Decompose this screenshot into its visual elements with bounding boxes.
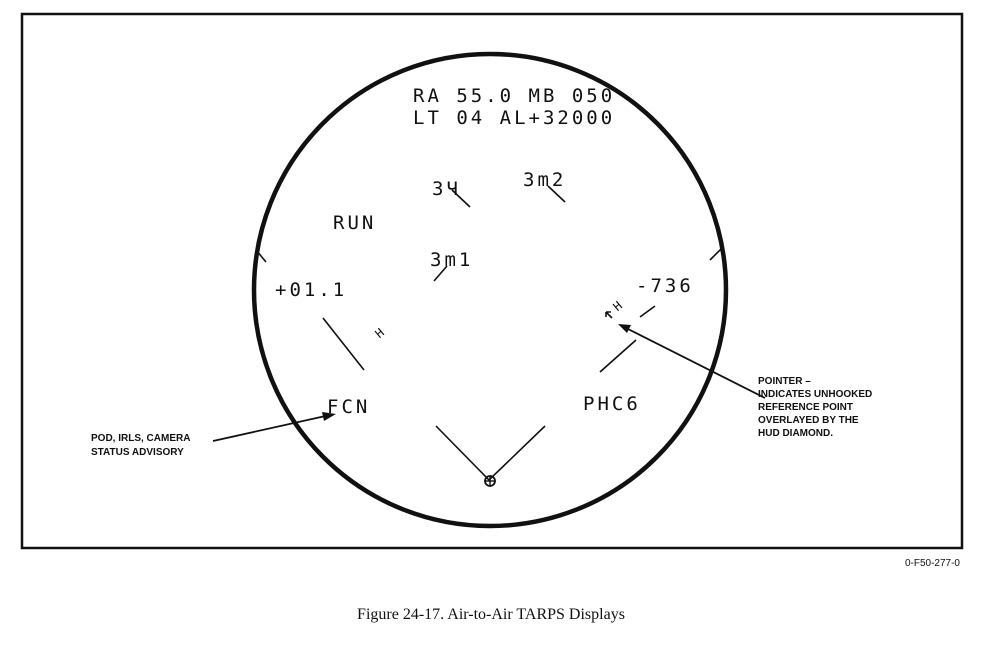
bottom-v-shape <box>435 425 546 482</box>
symbol-center: 3m1 <box>430 249 473 271</box>
symbol-top-left-leader <box>451 189 471 208</box>
left-status: FCN <box>327 396 370 418</box>
top-readout-line1: RA 55.0 MB 050 <box>413 85 615 107</box>
right-status: PHC6 <box>583 393 641 415</box>
symbol-top-right-leader <box>547 185 566 203</box>
right-diagonal-long-line <box>599 339 637 373</box>
right-value: -736 <box>636 275 694 297</box>
figure-code: 0-F50-277-0 <box>905 558 960 569</box>
marker-left: H <box>372 326 387 341</box>
left-edge-tick <box>255 249 267 263</box>
right-callout-line4: OVERLAYED BY THE <box>758 415 859 426</box>
figure-frame <box>20 12 964 550</box>
pointer-arrow-icon <box>605 311 613 319</box>
top-readout-line2: LT 04 AL+32000 <box>413 107 615 129</box>
right-callout-line1: POINTER – <box>758 376 811 387</box>
right-callout-line2: INDICATES UNHOOKED <box>758 389 872 400</box>
right-callout-line5: HUD DIAMOND. <box>758 428 833 439</box>
symbol-top-left: 3Ч <box>432 178 461 200</box>
right-edge-tick <box>709 247 723 261</box>
run-label: RUN <box>333 212 376 234</box>
marker-right: H <box>610 299 625 314</box>
right-callout-arrowhead <box>618 324 631 333</box>
right-callout-line3: REFERENCE POINT <box>758 402 853 413</box>
right-diagonal-short-line <box>639 305 656 318</box>
figure-caption: Figure 24-17. Air-to-Air TARPS Displays <box>357 606 625 623</box>
left-value: +01.1 <box>275 279 347 301</box>
display-circle <box>251 51 729 529</box>
left-callout-line <box>212 414 331 442</box>
left-callout-arrowhead <box>322 412 336 421</box>
right-callout-line <box>623 326 766 399</box>
left-callout-line1: POD, IRLS, CAMERA <box>91 433 190 444</box>
left-diagonal-line <box>322 317 365 371</box>
symbol-top-right: 3m2 <box>523 169 566 191</box>
left-callout-line2: STATUS ADVISORY <box>91 447 184 458</box>
symbol-center-leader <box>433 265 448 282</box>
